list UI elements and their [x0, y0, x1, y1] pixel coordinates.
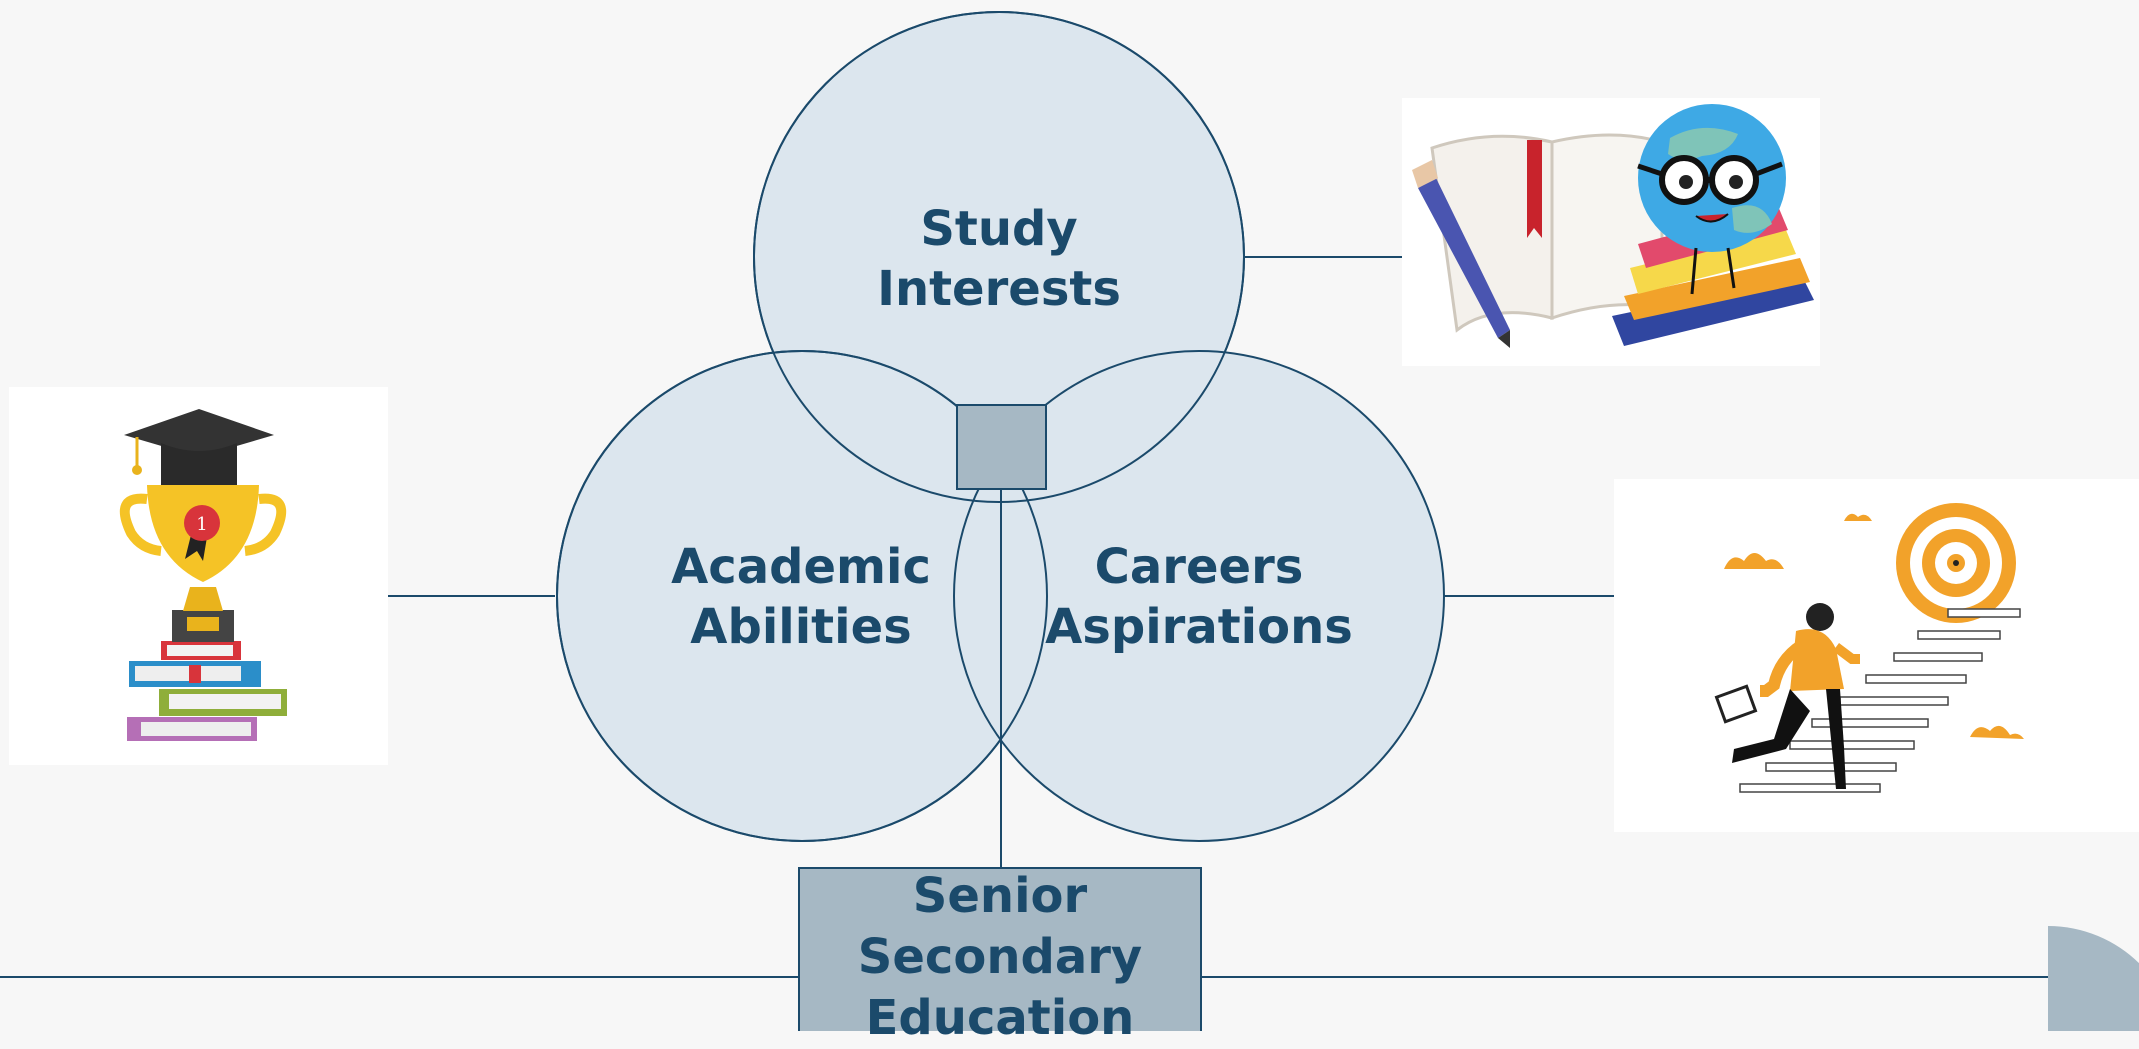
careers-line-1: Careers — [1094, 539, 1304, 595]
senior-secondary-label: Senior Secondary Education — [799, 866, 1201, 1049]
box-line-3: Education — [865, 990, 1135, 1046]
box-line-2: Secondary — [857, 929, 1143, 985]
senior-secondary-box — [798, 867, 1202, 1031]
circle-academic-outline — [556, 350, 1048, 842]
box-line-1: Senior — [912, 868, 1088, 924]
trophy-books-icon: 1 — [9, 387, 388, 765]
circle-careers-aspirations — [953, 350, 1445, 842]
corner-quarter-shape — [2048, 926, 2139, 1031]
center-square — [956, 404, 1047, 490]
study-line-2: Interests — [877, 261, 1121, 317]
academic-line-1: Academic — [671, 539, 931, 595]
study-line-1: Study — [920, 201, 1078, 257]
svg-text:1: 1 — [196, 514, 207, 535]
academic-line-2: Abilities — [690, 599, 912, 655]
careers-line-2: Aspirations — [1045, 599, 1353, 655]
circle-study-outline — [753, 11, 1245, 503]
globe-books-icon — [1402, 98, 1820, 366]
academic-abilities-label: Academic Abilities — [671, 537, 931, 657]
study-interests-label: Study Interests — [877, 199, 1121, 319]
careers-aspirations-label: Careers Aspirations — [1045, 537, 1353, 657]
career-stairs-icon — [1614, 479, 2139, 832]
